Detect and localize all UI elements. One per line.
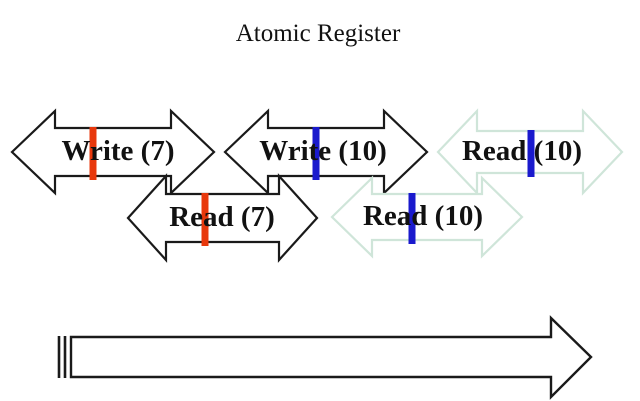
write-7-label: Write (7) — [62, 135, 175, 167]
read-10-b-label: Read (10) — [363, 200, 483, 232]
read-10-a-label: Read (10) — [462, 135, 582, 167]
write-7-linearization-marker — [89, 127, 97, 180]
read-10-b-arrow-shape — [330, 175, 524, 259]
read-7-arrow-shape — [126, 173, 319, 263]
operations-layer: Write (7) Write (10) Read (10) Read (7) Read… — [10, 108, 624, 263]
operation-write-10: Write (10) — [223, 108, 429, 196]
operation-write-7: Write (7) — [10, 108, 216, 196]
timeline-layer — [57, 315, 593, 400]
operation-read-7: Read (7) — [126, 173, 319, 263]
timeline-arrow-shape — [69, 315, 593, 400]
read-7-label: Read (7) — [169, 201, 275, 233]
write-10-label: Write (10) — [259, 135, 387, 167]
read-10-b-linearization-marker — [408, 193, 416, 244]
write-7-arrow-shape — [10, 108, 216, 196]
write-10-linearization-marker — [312, 127, 320, 180]
write-10-arrow-shape — [223, 108, 429, 196]
read-7-linearization-marker — [201, 193, 209, 246]
operation-read-10-b: Read (10) — [330, 175, 524, 259]
read-10-a-linearization-marker — [527, 130, 535, 177]
diagram-title: Atomic Register — [236, 20, 401, 47]
operation-read-10-a: Read (10) — [436, 108, 624, 196]
